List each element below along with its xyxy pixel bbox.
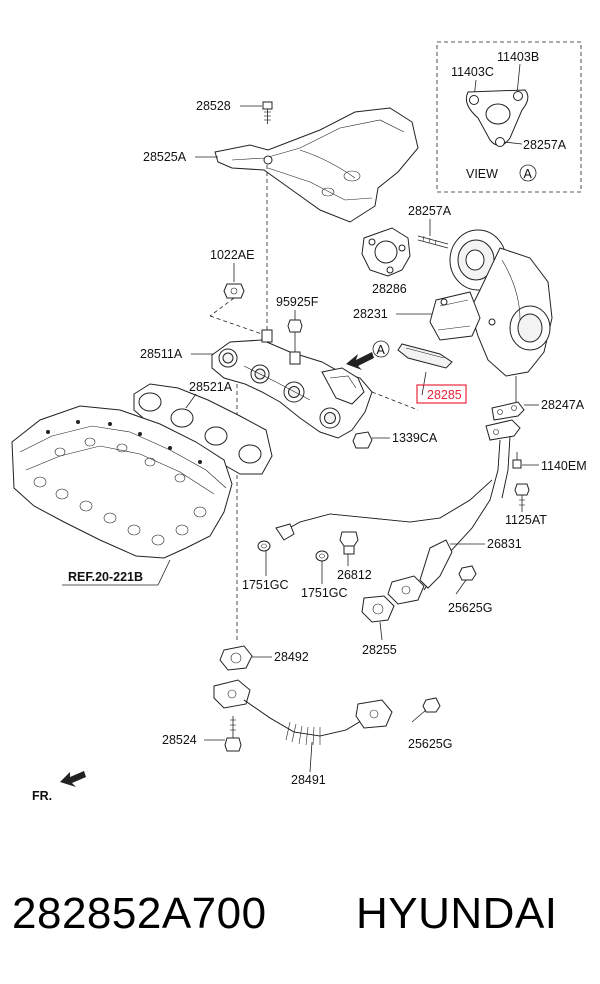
gasket-28255 <box>361 595 395 623</box>
label-28524: 28524 <box>162 733 197 747</box>
stud-95925F <box>287 310 303 352</box>
turbo-gasket-28286 <box>361 227 411 277</box>
label-28231: 28231 <box>353 307 388 321</box>
washer-1751GC-a <box>257 540 271 552</box>
label-26812: 26812 <box>337 568 372 582</box>
label-28257A-view: 28257A <box>523 138 567 152</box>
adapter-26812 <box>339 531 359 555</box>
cylinder-head <box>11 405 233 559</box>
heat-shield <box>214 107 419 223</box>
label-95925F: 95925F <box>276 295 319 309</box>
view-label: VIEW <box>466 167 498 181</box>
nut-1339CA <box>352 431 373 449</box>
view-a-inset: 11403B 11403C 28257A VIEW A <box>436 41 582 193</box>
part-number: 282852A700 <box>12 889 267 938</box>
label-1022AE: 1022AE <box>210 248 254 262</box>
label-25625G-a: 25625G <box>448 601 492 615</box>
label-1751GC-b: 1751GC <box>301 586 348 600</box>
bolt-25625G-a <box>455 565 477 595</box>
label-28257A-top: 28257A <box>408 204 452 218</box>
highlighted-part-28285 <box>397 343 453 369</box>
label-28285-highlight: 28285 <box>427 388 462 402</box>
label-28521A: 28521A <box>189 380 233 394</box>
label-28286: 28286 <box>372 282 407 296</box>
manifold-gasket <box>133 383 273 475</box>
gasket-28247A <box>491 401 525 421</box>
label-1125AT: 1125AT <box>505 513 547 527</box>
front-direction-arrow <box>60 771 86 787</box>
callout-letter-a: A <box>377 343 386 357</box>
stud-28257A <box>417 235 449 249</box>
washer-1751GC-b <box>315 550 329 562</box>
nut-1022AE <box>223 283 245 299</box>
front-label: FR. <box>32 789 52 803</box>
turbocharger <box>429 229 553 377</box>
bolt-1140EM <box>512 452 522 469</box>
label-11403C: 11403C <box>451 65 494 79</box>
label-28492: 28492 <box>274 650 309 664</box>
label-1140EM: 1140EM <box>541 459 587 473</box>
label-28247A: 28247A <box>541 398 585 412</box>
bolt-28524 <box>224 716 242 752</box>
label-1751GC-a: 1751GC <box>242 578 289 592</box>
label-26831: 26831 <box>487 537 522 551</box>
exhaust-manifold <box>211 329 373 439</box>
bolt-1125AT <box>514 483 530 512</box>
label-25625G-b: 25625G <box>408 737 452 751</box>
highlight-box <box>416 384 467 404</box>
label-28511A: 28511A <box>140 347 183 361</box>
label-11403B: 11403B <box>497 50 539 64</box>
view-letter: A <box>524 167 533 181</box>
callout-a-arrow: A <box>346 340 390 370</box>
label-28491: 28491 <box>291 773 326 787</box>
oil-return-pipe <box>213 679 393 746</box>
label-28255: 28255 <box>362 643 397 657</box>
brand-name: HYUNDAI <box>356 889 558 938</box>
bolt-25625G-b <box>411 697 441 723</box>
label-28528: 28528 <box>196 99 231 113</box>
bolt-28528 <box>262 101 273 124</box>
reference-label: REF.20-221B <box>68 570 143 584</box>
gasket-28492 <box>219 645 253 671</box>
oil-feed-pipe <box>275 419 521 605</box>
label-1339CA: 1339CA <box>392 431 438 445</box>
label-28525A: 28525A <box>143 150 187 164</box>
